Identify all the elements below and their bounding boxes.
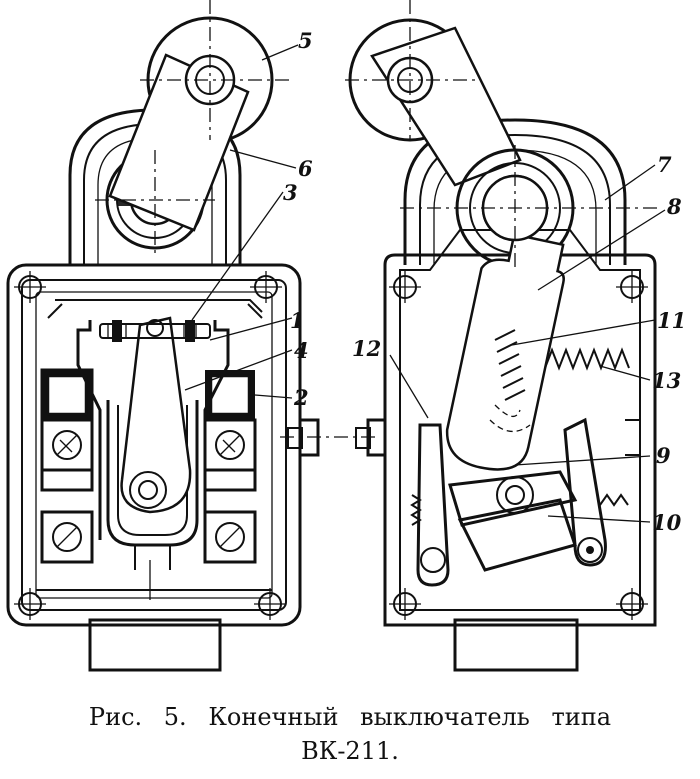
callout-6: 6 <box>298 156 313 181</box>
caption-model: ВК-211. <box>301 737 399 765</box>
callout-7: 7 <box>657 152 672 177</box>
figure-caption: Рис. 5. Конечный выключатель типа ВК-211… <box>0 700 700 768</box>
left-housing <box>6 263 302 627</box>
right-view-switch <box>345 0 660 672</box>
callout-leaders <box>184 44 666 523</box>
callout-11: 11 <box>657 308 686 333</box>
left-cable-entry <box>88 618 222 672</box>
callout-4: 4 <box>294 338 309 363</box>
callout-2: 2 <box>293 385 309 410</box>
callout-5: 5 <box>298 28 313 53</box>
limit-switch-diagram: 5 6 3 1 4 2 7 8 11 12 13 9 10 <box>6 0 686 672</box>
callout-9: 9 <box>656 443 671 468</box>
callout-10: 10 <box>652 510 682 535</box>
callout-12: 12 <box>352 336 381 361</box>
callout-8: 8 <box>666 194 682 219</box>
right-corner-screws <box>389 271 648 620</box>
callout-1: 1 <box>290 308 305 333</box>
caption-number: 5. <box>163 703 187 731</box>
left-view-switch <box>6 0 380 672</box>
right-housing <box>383 253 657 627</box>
caption-text: Конечный выключатель типа <box>208 703 612 731</box>
right-lever <box>370 26 522 187</box>
callout-labels: 5 6 3 1 4 2 7 8 11 12 13 9 10 <box>283 28 686 535</box>
caption-prefix: Рис. <box>88 703 143 731</box>
left-corner-screws <box>14 271 286 620</box>
callout-3: 3 <box>283 180 298 205</box>
callout-13: 13 <box>652 368 681 393</box>
right-cable-entry <box>453 618 579 672</box>
